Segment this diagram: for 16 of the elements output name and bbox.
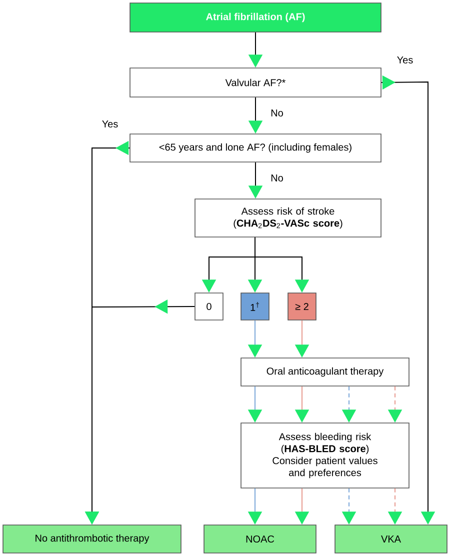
start-box: Atrial fibrillation (AF) — [130, 2, 382, 32]
process-box: Assess bleeding risk (HAS-BLED score) Consider patient values and preferences — [240, 422, 410, 488]
score-box: ≥ 2 — [288, 292, 316, 320]
outcome-box: VKA — [334, 524, 448, 554]
process-box: Assess risk of stroke (CHA$_{2}$DS$_{2}$-VASc score) — [194, 198, 382, 238]
score-box: 0 — [194, 292, 224, 320]
outcome-box: NOAC — [204, 524, 316, 554]
score-box: 1$^{†}$ — [240, 292, 270, 320]
decision-box: Valvular AF?* — [130, 68, 382, 98]
outcome-box: No antithrombotic therapy — [2, 524, 182, 554]
process-box: Oral anticoagulant therapy — [240, 358, 410, 386]
decision-box: <65 years and lone AF? (including females) — [130, 134, 382, 162]
edge-label: No — [270, 108, 284, 118]
edge-label: No — [270, 174, 284, 182]
edge-label: Yes — [396, 56, 414, 64]
edge-label: Yes — [100, 120, 120, 128]
